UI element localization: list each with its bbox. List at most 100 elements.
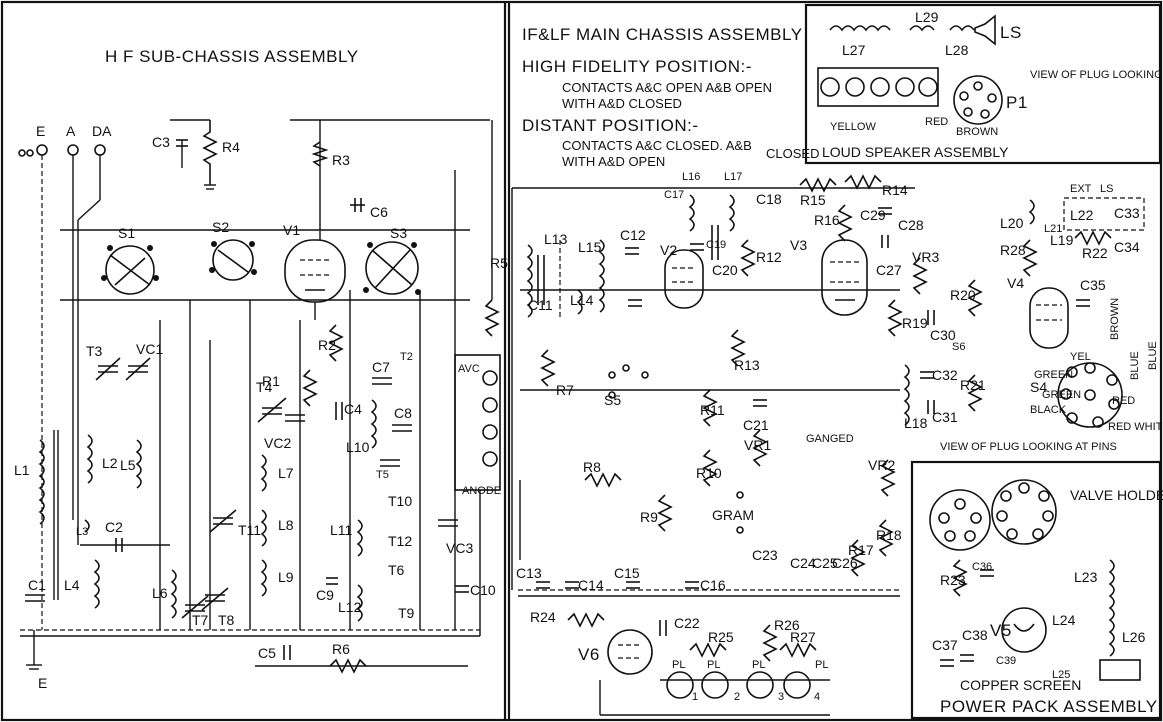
yellow-wire: YELLOW — [830, 121, 876, 133]
r4-label: R4 — [222, 139, 240, 155]
c26-label: C26 — [832, 555, 858, 571]
pl-label-4: PL — [815, 659, 828, 671]
plug-s4: S4 GREEN GREEN BLACK YEL RED RED WHITE V… — [940, 351, 1163, 453]
c23-label: C23 — [752, 547, 778, 563]
r25-label: R25 — [708, 629, 734, 645]
coil-l18 — [903, 364, 910, 426]
p1-label: P1 — [1006, 93, 1028, 112]
r19-label: R19 — [902, 315, 928, 331]
vr1-label: VR1 — [744, 437, 771, 453]
ls-label: LS — [1000, 23, 1022, 42]
l27-label: L27 — [842, 42, 866, 58]
blue-wire-2: BLUE — [1147, 341, 1159, 370]
pl-label-2: PL — [707, 659, 720, 671]
coil-l12 — [356, 584, 363, 622]
hifi-line1: CONTACTS A&C OPEN A&B OPEN — [562, 80, 772, 95]
vc3-label: VC3 — [446, 540, 473, 556]
l1-label: L1 — [14, 462, 30, 478]
r17-label: R17 — [848, 542, 874, 558]
avc-terminal-strip: AVC ANODE — [454, 354, 501, 497]
power-pack-assembly: VALVE HOLDERS FROM UNDERSIDE R23 C36 L23… — [929, 479, 1163, 716]
antenna-terminals: E A DA — [18, 123, 112, 157]
if-title: IF&LF MAIN CHASSIS ASSEMBLY — [522, 25, 803, 44]
c10-label: C10 — [470, 582, 496, 598]
v6-label: V6 — [578, 645, 600, 664]
l14-label: L14 — [570, 292, 594, 308]
r20-label: R20 — [950, 287, 976, 303]
c21-label: C21 — [743, 417, 769, 433]
l18-label: L18 — [904, 415, 928, 431]
l13-label: L13 — [544, 231, 568, 247]
s5-label: S5 — [604, 392, 621, 408]
t5-label: T5 — [376, 469, 389, 481]
valve-v4: V4 — [1007, 275, 1069, 349]
l5-label: L5 — [120, 457, 136, 473]
distant-line1: CONTACTS A&C CLOSED. A&B — [562, 138, 752, 153]
coil-l9 — [260, 559, 267, 597]
t4-label: T4 — [256, 379, 273, 395]
l2-label: L2 — [102, 455, 118, 471]
t2-label: T2 — [400, 351, 413, 363]
switch-s5: C11 S5 — [604, 364, 649, 408]
v3-label: V3 — [790, 237, 807, 253]
c36-label: C36 — [972, 561, 992, 573]
vc2-label: VC2 — [264, 435, 291, 451]
red-wire: RED — [925, 116, 948, 128]
v5-label: V5 — [990, 621, 1012, 640]
plug-view-note-2: VIEW OF PLUG LOOKING AT PINS — [940, 441, 1117, 453]
c35-label: C35 — [1080, 277, 1106, 293]
rectifier-v5 — [1001, 607, 1047, 653]
r3-label: R3 — [332, 152, 350, 168]
coil-l1: L1 — [14, 430, 59, 600]
c24-label: C24 — [790, 555, 816, 571]
l16-label: L16 — [682, 171, 700, 183]
power-pack-box — [910, 460, 1162, 720]
coil-l14 — [576, 289, 583, 315]
r24-label: R24 — [530, 609, 556, 625]
l23-label: L23 — [1074, 569, 1098, 585]
r13-label: R13 — [734, 357, 760, 373]
s6-label: S6 — [952, 341, 965, 353]
hf-title: H F SUB-CHASSIS ASSEMBLY — [105, 47, 359, 66]
ls-title: LOUD SPEAKER ASSEMBLY — [822, 144, 1009, 160]
r28-label: R28 — [1000, 242, 1026, 258]
r23-label: R23 — [940, 572, 966, 588]
vr2-label: VR2 — [868, 457, 895, 473]
c38-label: C38 — [962, 627, 988, 643]
c29-label: C29 — [860, 207, 886, 223]
c8-label: C8 — [394, 405, 412, 421]
l25-label: L25 — [1052, 669, 1070, 681]
green-wire: GREEN — [1034, 369, 1073, 381]
c17-label: C17 — [664, 189, 684, 201]
r11-label: R11 — [700, 402, 725, 418]
ext-label: EXT — [1070, 183, 1092, 195]
l8-label: L8 — [278, 517, 294, 533]
c6-label: C6 — [370, 204, 388, 220]
l26-label: L26 — [1122, 629, 1146, 645]
l29-label: L29 — [915, 9, 939, 25]
pl-label-3: PL — [752, 659, 765, 671]
l21-label: L21 — [1044, 223, 1062, 235]
c11-label: C11 — [528, 297, 553, 313]
c33-label: C33 — [1114, 205, 1140, 221]
t8-label: T8 — [218, 612, 235, 628]
c28-label: C28 — [898, 217, 924, 233]
anode-label: ANODE — [462, 485, 501, 497]
copper-screen-label: COPPER SCREEN — [960, 677, 1081, 693]
c14-label: C14 — [578, 577, 604, 593]
pl-label-1: PL — [672, 659, 685, 671]
coil-l20 — [1028, 199, 1035, 225]
coil-l4 — [93, 559, 100, 609]
c39-label: C39 — [996, 655, 1016, 667]
valve-holders-note: VALVE HOLDERS FROM UNDERSIDE — [1070, 487, 1163, 503]
switch-position-notes: HIGH FIDELITY POSITION:- CONTACTS A&C OP… — [522, 57, 819, 169]
ls-small-label: LS — [1100, 183, 1113, 195]
r7-label: R7 — [556, 382, 574, 398]
c34-label: C34 — [1114, 239, 1140, 255]
r14-label: R14 — [882, 182, 908, 198]
distant-line2: WITH A&D OPEN — [562, 154, 665, 169]
r6-label: R6 — [332, 641, 350, 657]
t6-label: T6 — [388, 562, 405, 578]
red-white-wire: RED WHITE — [1108, 421, 1163, 433]
